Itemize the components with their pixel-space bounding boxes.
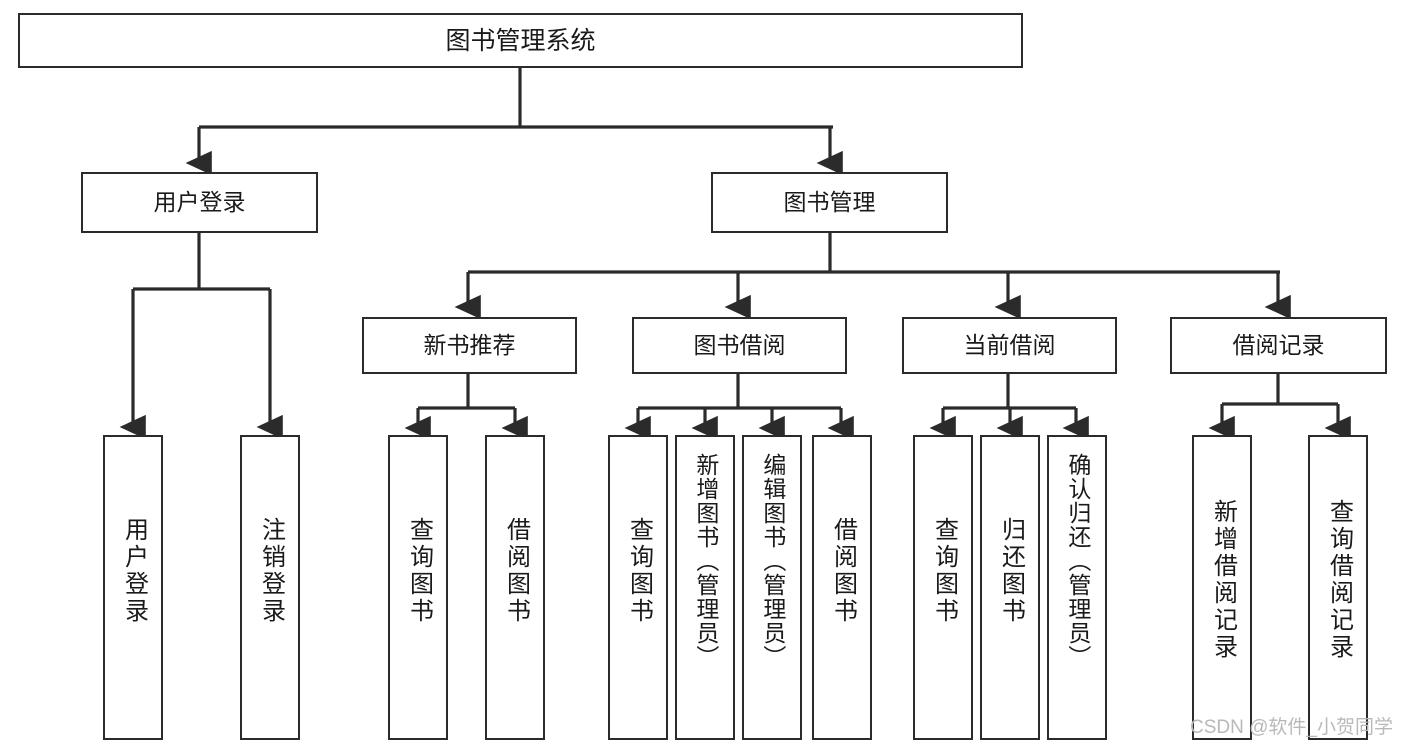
- node-user-login[interactable]: 用户登录: [81, 172, 318, 233]
- leaf-add-record-label: 新增借阅记录: [1209, 499, 1237, 661]
- leaf-return-book-label: 归还图书: [997, 517, 1025, 625]
- node-new-book-recommend[interactable]: 新书推荐: [362, 317, 577, 374]
- leaf-borrow-book-2-label: 借阅图书: [829, 517, 857, 625]
- leaf-borrow-book-1-label: 借阅图书: [502, 517, 530, 625]
- leaf-add-book-label: 新增图书（管理员）: [692, 453, 719, 669]
- leaf-add-book[interactable]: 新增图书（管理员）: [675, 435, 735, 740]
- leaf-edit-book[interactable]: 编辑图书（管理员）: [742, 435, 802, 740]
- node-book-management-label: 图书管理: [783, 188, 876, 215]
- leaf-query-book-2[interactable]: 查询图书: [608, 435, 668, 740]
- node-book-management[interactable]: 图书管理: [711, 172, 948, 233]
- leaf-confirm-return-label: 确认归还（管理员）: [1064, 453, 1091, 669]
- leaf-user-login[interactable]: 用户登录: [103, 435, 163, 740]
- leaf-borrow-book-1[interactable]: 借阅图书: [485, 435, 545, 740]
- node-book-borrow-label: 图书借阅: [693, 331, 786, 358]
- leaf-logout-login[interactable]: 注销登录: [240, 435, 300, 740]
- node-current-borrow-label: 当前借阅: [963, 331, 1056, 358]
- leaf-return-book[interactable]: 归还图书: [980, 435, 1040, 740]
- leaf-user-login-label: 用户登录: [120, 517, 148, 625]
- leaf-query-record-label: 查询借阅记录: [1325, 499, 1353, 661]
- node-book-borrow[interactable]: 图书借阅: [632, 317, 847, 374]
- node-user-login-label: 用户登录: [153, 188, 246, 215]
- leaf-query-book-2-label: 查询图书: [625, 517, 653, 625]
- leaf-query-book-3-label: 查询图书: [930, 517, 958, 625]
- leaf-logout-login-label: 注销登录: [257, 517, 285, 625]
- node-root-label: 图书管理系统: [445, 26, 596, 55]
- leaf-query-record[interactable]: 查询借阅记录: [1308, 435, 1368, 740]
- node-current-borrow[interactable]: 当前借阅: [902, 317, 1117, 374]
- leaf-query-book-1-label: 查询图书: [405, 517, 433, 625]
- node-borrow-record[interactable]: 借阅记录: [1170, 317, 1387, 374]
- leaf-query-book-1[interactable]: 查询图书: [388, 435, 448, 740]
- leaf-confirm-return[interactable]: 确认归还（管理员）: [1047, 435, 1107, 740]
- node-borrow-record-label: 借阅记录: [1232, 331, 1325, 358]
- leaf-add-record[interactable]: 新增借阅记录: [1192, 435, 1252, 740]
- leaf-edit-book-label: 编辑图书（管理员）: [759, 453, 786, 669]
- node-root[interactable]: 图书管理系统: [18, 13, 1023, 68]
- node-new-book-recommend-label: 新书推荐: [423, 331, 516, 358]
- leaf-query-book-3[interactable]: 查询图书: [913, 435, 973, 740]
- leaf-borrow-book-2[interactable]: 借阅图书: [812, 435, 872, 740]
